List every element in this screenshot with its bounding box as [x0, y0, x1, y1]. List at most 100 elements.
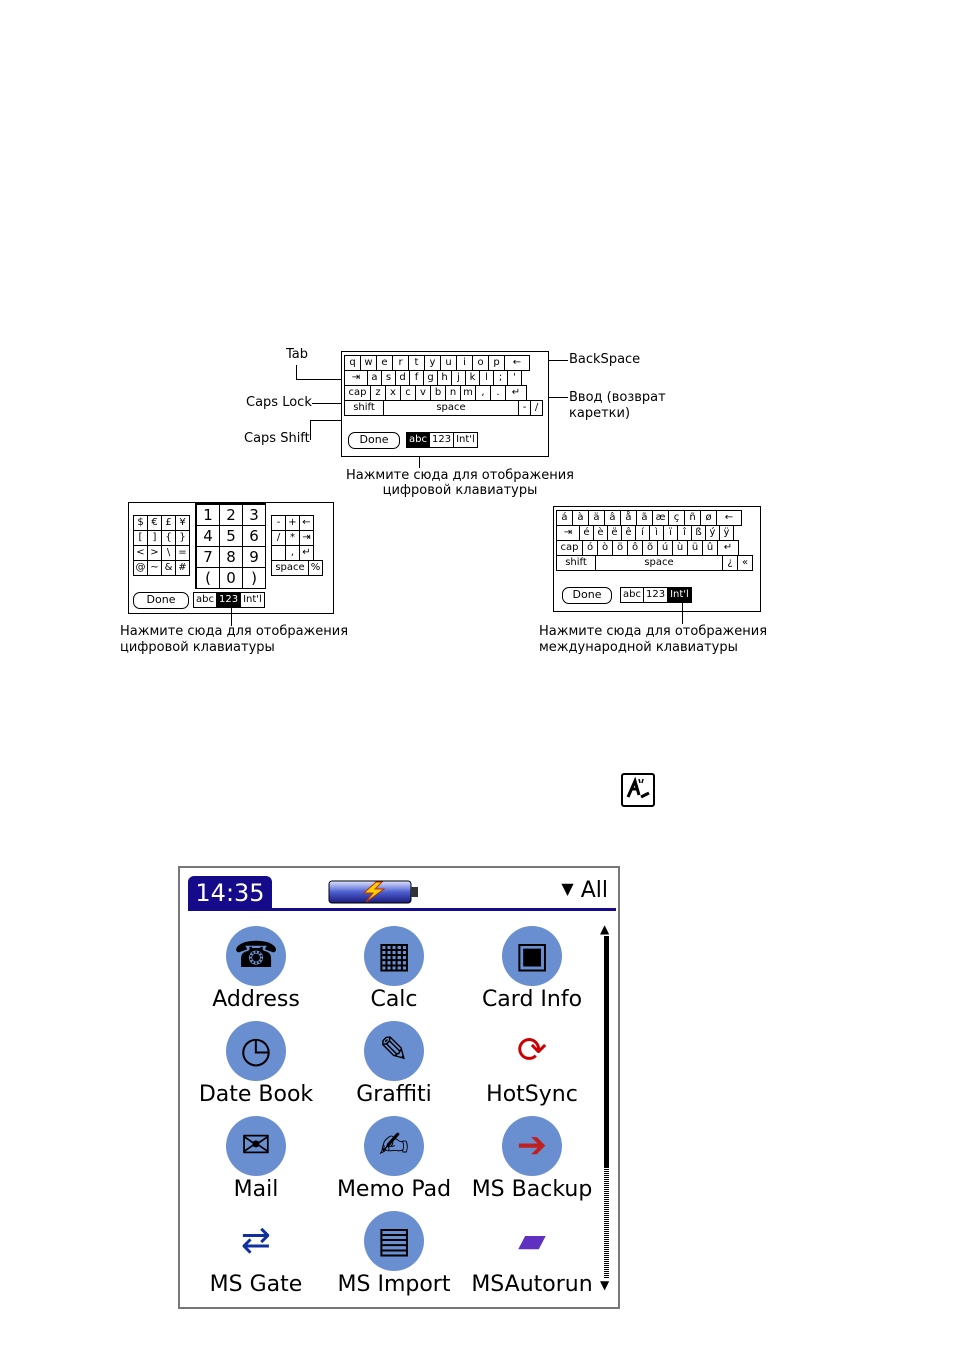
mode-123-button[interactable]: 123 [430, 433, 455, 447]
alpha-key[interactable]: ' [507, 370, 522, 386]
intl-key[interactable]: ô [627, 540, 643, 556]
numeric-key[interactable]: \ [161, 545, 176, 561]
mode-intl-button[interactable]: Int'l [456, 434, 475, 445]
numeric-key[interactable] [271, 545, 286, 561]
intl-key[interactable]: æ [652, 510, 669, 526]
mode-123-button[interactable]: 123 [216, 593, 242, 607]
numeric-key[interactable]: } [175, 530, 190, 546]
done-button[interactable]: Done [133, 592, 189, 609]
app-card-info[interactable]: ▣Card Info [462, 926, 602, 1014]
alpha-key[interactable]: k [465, 370, 480, 386]
alpha-key[interactable]: u [440, 355, 457, 371]
alpha-key[interactable]: s [381, 370, 396, 386]
intl-key[interactable]: ç [668, 510, 685, 526]
numeric-key[interactable]: ( [196, 567, 220, 589]
app-memo-pad[interactable]: ✍Memo Pad [324, 1116, 464, 1204]
numeric-key[interactable]: 7 [196, 546, 220, 568]
alpha-key[interactable]: ← [504, 355, 530, 371]
intl-key[interactable]: ý [705, 525, 720, 541]
intl-key[interactable]: à [572, 510, 589, 526]
numeric-key[interactable]: > [147, 545, 162, 561]
numeric-key[interactable]: @ [133, 560, 148, 576]
done-button[interactable]: Done [562, 587, 612, 604]
numeric-key[interactable]: 9 [242, 546, 266, 568]
app-address[interactable]: ☎Address [186, 926, 326, 1014]
mode-123-button[interactable]: 123 [644, 588, 669, 602]
intl-key[interactable]: ó [582, 540, 598, 556]
app-date-book[interactable]: ◷Date Book [186, 1021, 326, 1109]
app-calc[interactable]: ▦Calc [324, 926, 464, 1014]
intl-key[interactable]: õ [642, 540, 658, 556]
alpha-key[interactable]: t [408, 355, 425, 371]
numeric-key[interactable]: % [308, 560, 323, 576]
alpha-key[interactable]: f [409, 370, 424, 386]
numeric-key[interactable]: + [285, 515, 300, 531]
alpha-key[interactable]: . [490, 385, 506, 401]
intl-key[interactable]: û [702, 540, 718, 556]
alpha-key[interactable]: d [395, 370, 410, 386]
alpha-key[interactable]: b [430, 385, 446, 401]
mode-intl-button[interactable]: Int'l [243, 594, 262, 605]
alpha-key[interactable]: j [451, 370, 466, 386]
numeric-key[interactable]: < [133, 545, 148, 561]
app-msautorun[interactable]: ▰MSAutorun [462, 1211, 602, 1299]
numeric-key[interactable]: 8 [219, 546, 243, 568]
intl-key[interactable]: « [737, 555, 753, 571]
alpha-key[interactable]: space [383, 400, 519, 416]
numeric-key[interactable]: , [285, 545, 300, 561]
numeric-key[interactable]: 1 [196, 504, 220, 526]
app-ms-import[interactable]: ▤MS Import [324, 1211, 464, 1299]
numeric-key[interactable]: 3 [242, 504, 266, 526]
intl-key[interactable]: ë [607, 525, 622, 541]
alpha-key[interactable]: ↵ [505, 385, 527, 401]
numeric-key[interactable]: 0 [219, 567, 243, 589]
scroll-down-icon[interactable]: ▼ [600, 1278, 610, 1292]
numeric-key[interactable]: # [175, 560, 190, 576]
intl-key[interactable]: ¿ [722, 555, 738, 571]
intl-key[interactable]: shift [556, 555, 596, 571]
intl-key[interactable]: î [677, 525, 692, 541]
alpha-key[interactable]: / [530, 400, 543, 416]
intl-key[interactable]: ê [621, 525, 636, 541]
alpha-key[interactable]: o [472, 355, 489, 371]
alpha-key[interactable]: cap [344, 385, 371, 401]
scrollbar[interactable]: ▲ ▼ [600, 922, 610, 1292]
intl-key[interactable]: ß [691, 525, 706, 541]
app-hotsync[interactable]: ⟳HotSync [462, 1021, 602, 1109]
numeric-key[interactable]: - [271, 515, 286, 531]
intl-key[interactable]: ù [672, 540, 688, 556]
alpha-key[interactable]: m [460, 385, 476, 401]
intl-key[interactable]: í [635, 525, 650, 541]
mode-intl-button[interactable]: Int'l [668, 588, 691, 602]
intl-key[interactable]: è [593, 525, 608, 541]
intl-key[interactable]: ö [612, 540, 628, 556]
alpha-key[interactable]: p [488, 355, 505, 371]
intl-key[interactable]: cap [556, 540, 583, 556]
numeric-key[interactable]: [ [133, 530, 148, 546]
intl-key[interactable]: ñ [684, 510, 701, 526]
alpha-key[interactable]: i [456, 355, 473, 371]
numeric-key[interactable]: & [161, 560, 176, 576]
intl-key[interactable]: ÿ [719, 525, 734, 541]
app-ms-backup[interactable]: ➔MS Backup [462, 1116, 602, 1204]
alpha-key[interactable]: y [424, 355, 441, 371]
alpha-key[interactable]: v [415, 385, 431, 401]
numeric-key[interactable]: ← [299, 515, 314, 531]
alpha-key[interactable]: q [344, 355, 361, 371]
alpha-key[interactable]: n [445, 385, 461, 401]
app-mail[interactable]: ✉Mail [186, 1116, 326, 1204]
intl-key[interactable]: ã [636, 510, 653, 526]
alpha-key[interactable]: ; [493, 370, 508, 386]
numeric-key[interactable]: ¥ [175, 515, 190, 531]
app-graffiti[interactable]: ✎Graffiti [324, 1021, 464, 1109]
intl-key[interactable]: ⇥ [556, 525, 580, 541]
numeric-key[interactable]: ] [147, 530, 162, 546]
alpha-key[interactable]: z [370, 385, 386, 401]
numeric-key[interactable]: 2 [219, 504, 243, 526]
mode-abc-button[interactable]: abc [621, 588, 644, 602]
intl-key[interactable]: ò [597, 540, 613, 556]
scroll-thumb[interactable] [604, 936, 609, 1168]
numeric-key[interactable]: = [175, 545, 190, 561]
numeric-key[interactable]: ) [242, 567, 266, 589]
numeric-key[interactable]: space [271, 560, 309, 576]
